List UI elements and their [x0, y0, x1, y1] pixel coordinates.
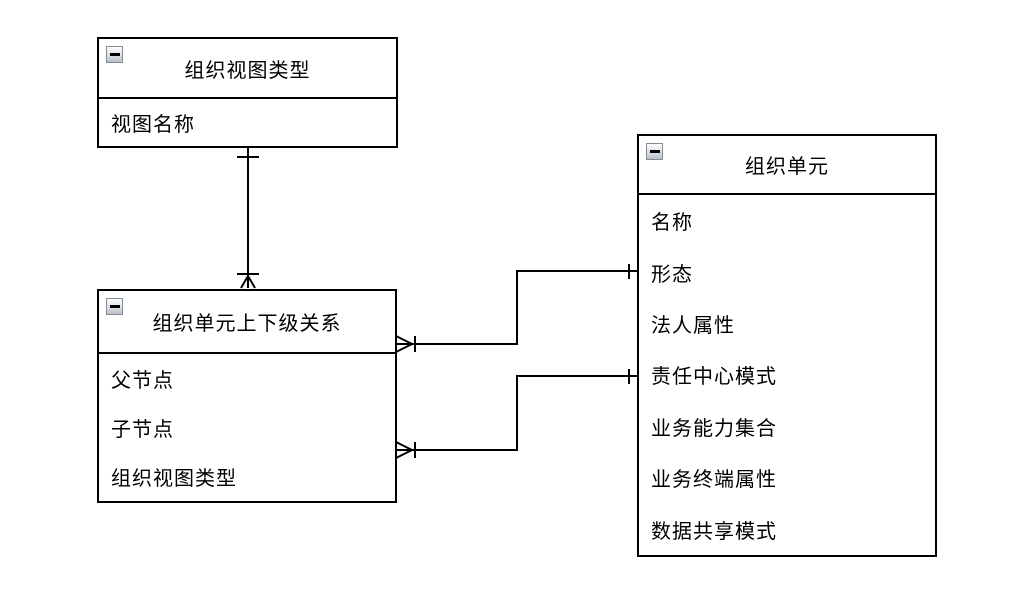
connector-hierarchy-to-orgunit-upper[interactable]: [395, 264, 637, 353]
crow-foot: [395, 441, 413, 459]
collapse-minus-icon[interactable]: [106, 46, 123, 63]
entity-org-unit-hierarchy[interactable]: 组织单元上下级关系 父节点 子节点 组织视图类型: [97, 289, 397, 503]
minus-icon: [109, 53, 120, 56]
attribute-row[interactable]: 形态: [651, 263, 693, 286]
entity-org-view-type[interactable]: 组织视图类型 视图名称: [97, 37, 398, 148]
collapse-minus-icon[interactable]: [106, 298, 123, 315]
entity-org-unit[interactable]: 组织单元 名称 形态 法人属性 责任中心模式 业务能力集合 业务终端属性 数据共…: [637, 134, 937, 557]
connector-viewtype-to-hierarchy[interactable]: [237, 148, 259, 289]
crow-foot: [395, 335, 413, 353]
minus-icon: [109, 305, 120, 308]
entity-title-bar[interactable]: 组织视图类型: [99, 39, 396, 99]
entity-title: 组织视图类型: [184, 59, 311, 82]
entity-title: 组织单元: [745, 156, 829, 178]
attribute-row[interactable]: 业务终端属性: [651, 469, 777, 492]
crow-foot: [240, 275, 256, 289]
attribute-row[interactable]: 责任中心模式: [651, 366, 777, 389]
attribute-row[interactable]: 法人属性: [651, 315, 735, 338]
entity-title: 组织单元上下级关系: [152, 313, 342, 335]
attribute-row[interactable]: 子节点: [111, 419, 174, 441]
minus-icon: [649, 150, 660, 153]
attribute-row[interactable]: 父节点: [111, 370, 174, 392]
entity-title-bar[interactable]: 组织单元: [639, 136, 935, 195]
connector-line: [396, 270, 637, 345]
attribute-row[interactable]: 数据共享模式: [651, 520, 777, 543]
entity-title-bar[interactable]: 组织单元上下级关系: [99, 291, 395, 354]
attribute-row[interactable]: 业务能力集合: [651, 417, 777, 440]
collapse-minus-icon[interactable]: [646, 143, 663, 160]
attribute-list: 视图名称: [99, 99, 396, 146]
connector-hierarchy-to-orgunit-lower[interactable]: [395, 369, 637, 459]
attribute-list: 名称 形态 法人属性 责任中心模式 业务能力集合 业务终端属性 数据共享模式: [639, 195, 935, 555]
attribute-row[interactable]: 视图名称: [111, 114, 195, 136]
connector-line: [396, 375, 637, 451]
attribute-list: 父节点 子节点 组织视图类型: [99, 354, 395, 501]
attribute-row[interactable]: 名称: [651, 212, 693, 235]
attribute-row[interactable]: 组织视图类型: [111, 468, 237, 490]
